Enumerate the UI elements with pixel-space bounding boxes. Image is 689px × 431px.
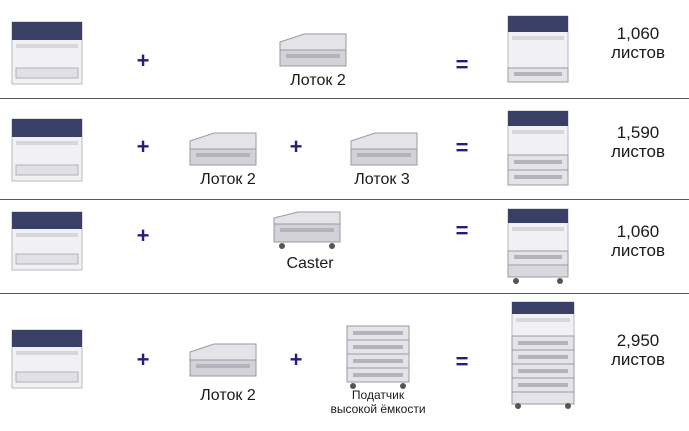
tray-icon bbox=[184, 342, 262, 380]
equals-sign: = bbox=[455, 52, 469, 77]
config-row-4: + Лоток 2 + Пода bbox=[0, 294, 689, 431]
tray-label: Лоток 3 bbox=[354, 171, 410, 188]
sheet-count: 1,060 bbox=[616, 222, 660, 241]
config-row-3: + Caster = 1,060 bbox=[0, 200, 689, 293]
sheet-capacity: 1,060 листов bbox=[598, 222, 678, 260]
equals-sign: = bbox=[455, 349, 469, 374]
config-row-1: + Лоток 2 = 1,060 листов bbox=[0, 0, 689, 98]
tray-label: Лоток 2 bbox=[290, 72, 346, 89]
feeder-label: Податчик высокой ёмкости bbox=[330, 388, 426, 416]
plus-sign: + bbox=[289, 134, 303, 159]
tray-icon bbox=[274, 32, 352, 70]
row-divider bbox=[0, 98, 689, 99]
sheet-unit: листов bbox=[611, 142, 665, 161]
caster-base-icon bbox=[268, 210, 346, 250]
plus-sign: + bbox=[136, 48, 150, 73]
sheet-count: 1,060 bbox=[616, 24, 660, 43]
tray-icon bbox=[345, 131, 423, 169]
sheet-unit: листов bbox=[611, 350, 665, 369]
sheet-unit: листов bbox=[611, 43, 665, 62]
sheet-count: 2,950 bbox=[616, 331, 660, 350]
sheet-count: 1,590 bbox=[616, 123, 660, 142]
sheet-unit: листов bbox=[611, 241, 665, 260]
high-capacity-feeder-icon bbox=[343, 322, 413, 390]
row-divider bbox=[0, 293, 689, 294]
printer-icon bbox=[8, 208, 86, 272]
printer-stack-icon bbox=[508, 298, 578, 410]
sheet-capacity: 2,950 листов bbox=[598, 331, 678, 369]
printer-icon bbox=[8, 115, 86, 183]
plus-sign: + bbox=[136, 134, 150, 159]
row-divider bbox=[0, 199, 689, 200]
plus-sign: + bbox=[136, 223, 150, 248]
tray-label: Лоток 2 bbox=[200, 171, 256, 188]
tray-icon bbox=[184, 131, 262, 169]
plus-sign: + bbox=[289, 347, 303, 372]
caster-label: Caster bbox=[286, 255, 334, 272]
config-row-2: + Лоток 2 + Лоток 3 = bbox=[0, 99, 689, 199]
tray-label: Лоток 2 bbox=[200, 387, 256, 404]
equals-sign: = bbox=[455, 135, 469, 160]
printer-stack-icon bbox=[504, 12, 572, 92]
sheet-capacity: 1,590 листов bbox=[598, 123, 678, 161]
printer-stack-icon bbox=[504, 205, 572, 285]
printer-stack-icon bbox=[504, 107, 572, 191]
equals-sign: = bbox=[455, 218, 469, 243]
plus-sign: + bbox=[136, 347, 150, 372]
printer-icon bbox=[8, 18, 86, 86]
printer-icon bbox=[8, 326, 86, 390]
sheet-capacity: 1,060 листов bbox=[598, 24, 678, 62]
